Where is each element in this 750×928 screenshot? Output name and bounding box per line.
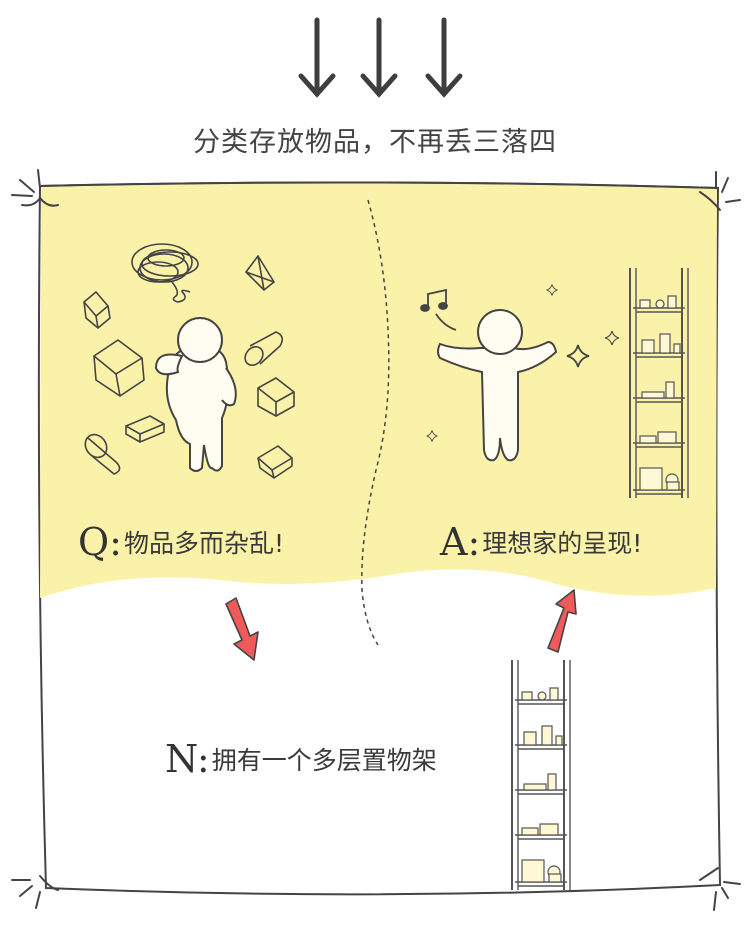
happy-person-figure xyxy=(437,309,558,462)
need-letter: N: xyxy=(165,737,210,781)
question-label: Q:物品多而杂乱! xyxy=(78,520,284,564)
question-text: 物品多而杂乱! xyxy=(123,529,284,558)
cube-block xyxy=(257,445,293,479)
down-arrow-icon xyxy=(425,17,463,98)
yellow-panel xyxy=(40,183,717,598)
down-arrow-icon xyxy=(360,17,398,98)
music-note-icon xyxy=(420,288,457,331)
answer-text: 理想家的呈现! xyxy=(482,529,643,558)
pyramid-block xyxy=(245,255,275,291)
cylinder-block xyxy=(244,331,284,367)
red-arrow-up xyxy=(547,589,577,653)
brick-block xyxy=(125,415,165,443)
confused-person-figure xyxy=(154,317,237,472)
need-label: N:拥有一个多层置物架 xyxy=(165,737,437,781)
cube-block xyxy=(83,291,111,329)
question-letter: Q: xyxy=(78,520,122,564)
headline: 分类存放物品，不再丢三落四 xyxy=(193,127,557,158)
floating-blocks xyxy=(83,255,295,479)
cube-block xyxy=(93,339,145,397)
down-arrow-icon-group xyxy=(298,17,463,98)
answer-letter: A: xyxy=(440,520,481,564)
down-arrow-icon xyxy=(298,17,336,98)
cube-block xyxy=(257,377,295,417)
scribble-cloud-icon xyxy=(131,243,199,303)
answer-label: A:理想家的呈现! xyxy=(440,520,642,564)
cylinder-block xyxy=(84,433,121,475)
need-text: 拥有一个多层置物架 xyxy=(211,746,437,775)
red-arrow-down xyxy=(225,597,259,661)
corner-brackets xyxy=(11,169,741,911)
dashed-divider xyxy=(361,199,390,646)
